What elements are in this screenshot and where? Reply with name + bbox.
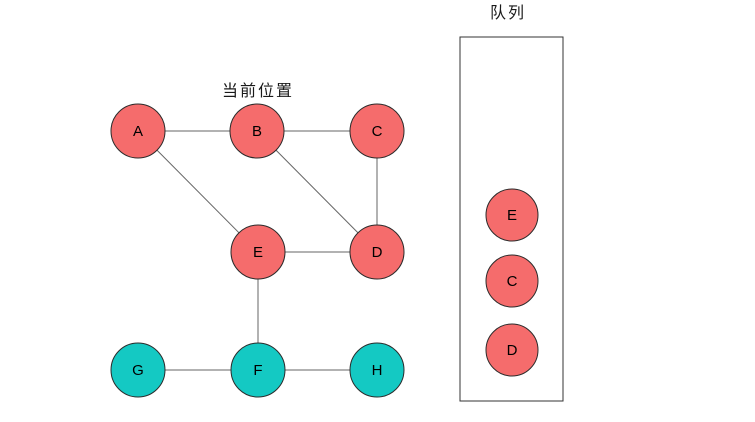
graph-node-F: F [230,342,286,398]
graph-node-B-circle [229,103,285,159]
queue-box [459,36,564,402]
graph-node-E-label: E [253,244,263,261]
graph-node-B-label: B [252,123,262,140]
queue-item-C-circle [485,254,539,308]
graph-node-A-circle [110,103,166,159]
queue-item-E-label: E [507,207,517,224]
edge-B-D [256,130,378,253]
graph-node-C: C [349,103,405,159]
graph-node-H-label: H [372,362,383,379]
graph-node-B: B [229,103,285,159]
graph-node-A-label: A [133,123,143,140]
graph-node-E: E [230,224,286,280]
graph-node-C-circle [349,103,405,159]
graph-node-G-circle [110,342,166,398]
graph-node-E-circle [230,224,286,280]
graph-node-A: A [110,103,166,159]
edge-A-E [137,130,259,253]
graph-node-D: D [349,224,405,280]
queue-item-D-label: D [507,342,518,359]
graph-node-G-label: G [132,362,144,379]
queue-item-C-label: C [507,273,518,290]
queue-item-E: E [485,188,539,242]
graph-node-C-label: C [372,123,383,140]
queue-item-E-circle [485,188,539,242]
queue-item-D: D [485,323,539,377]
graph-node-D-label: D [372,244,383,261]
queue-item-D-circle [485,323,539,377]
queue-item-C: C [485,254,539,308]
queue-title: 队列 [489,5,527,22]
graph-node-F-circle [230,342,286,398]
graph-node-G: G [110,342,166,398]
graph-node-F-label: F [253,362,262,379]
graph-node-H-circle [349,342,405,398]
graph-node-H: H [349,342,405,398]
current-position-label: 当前位置 [221,83,295,100]
graph-node-D-circle [349,224,405,280]
